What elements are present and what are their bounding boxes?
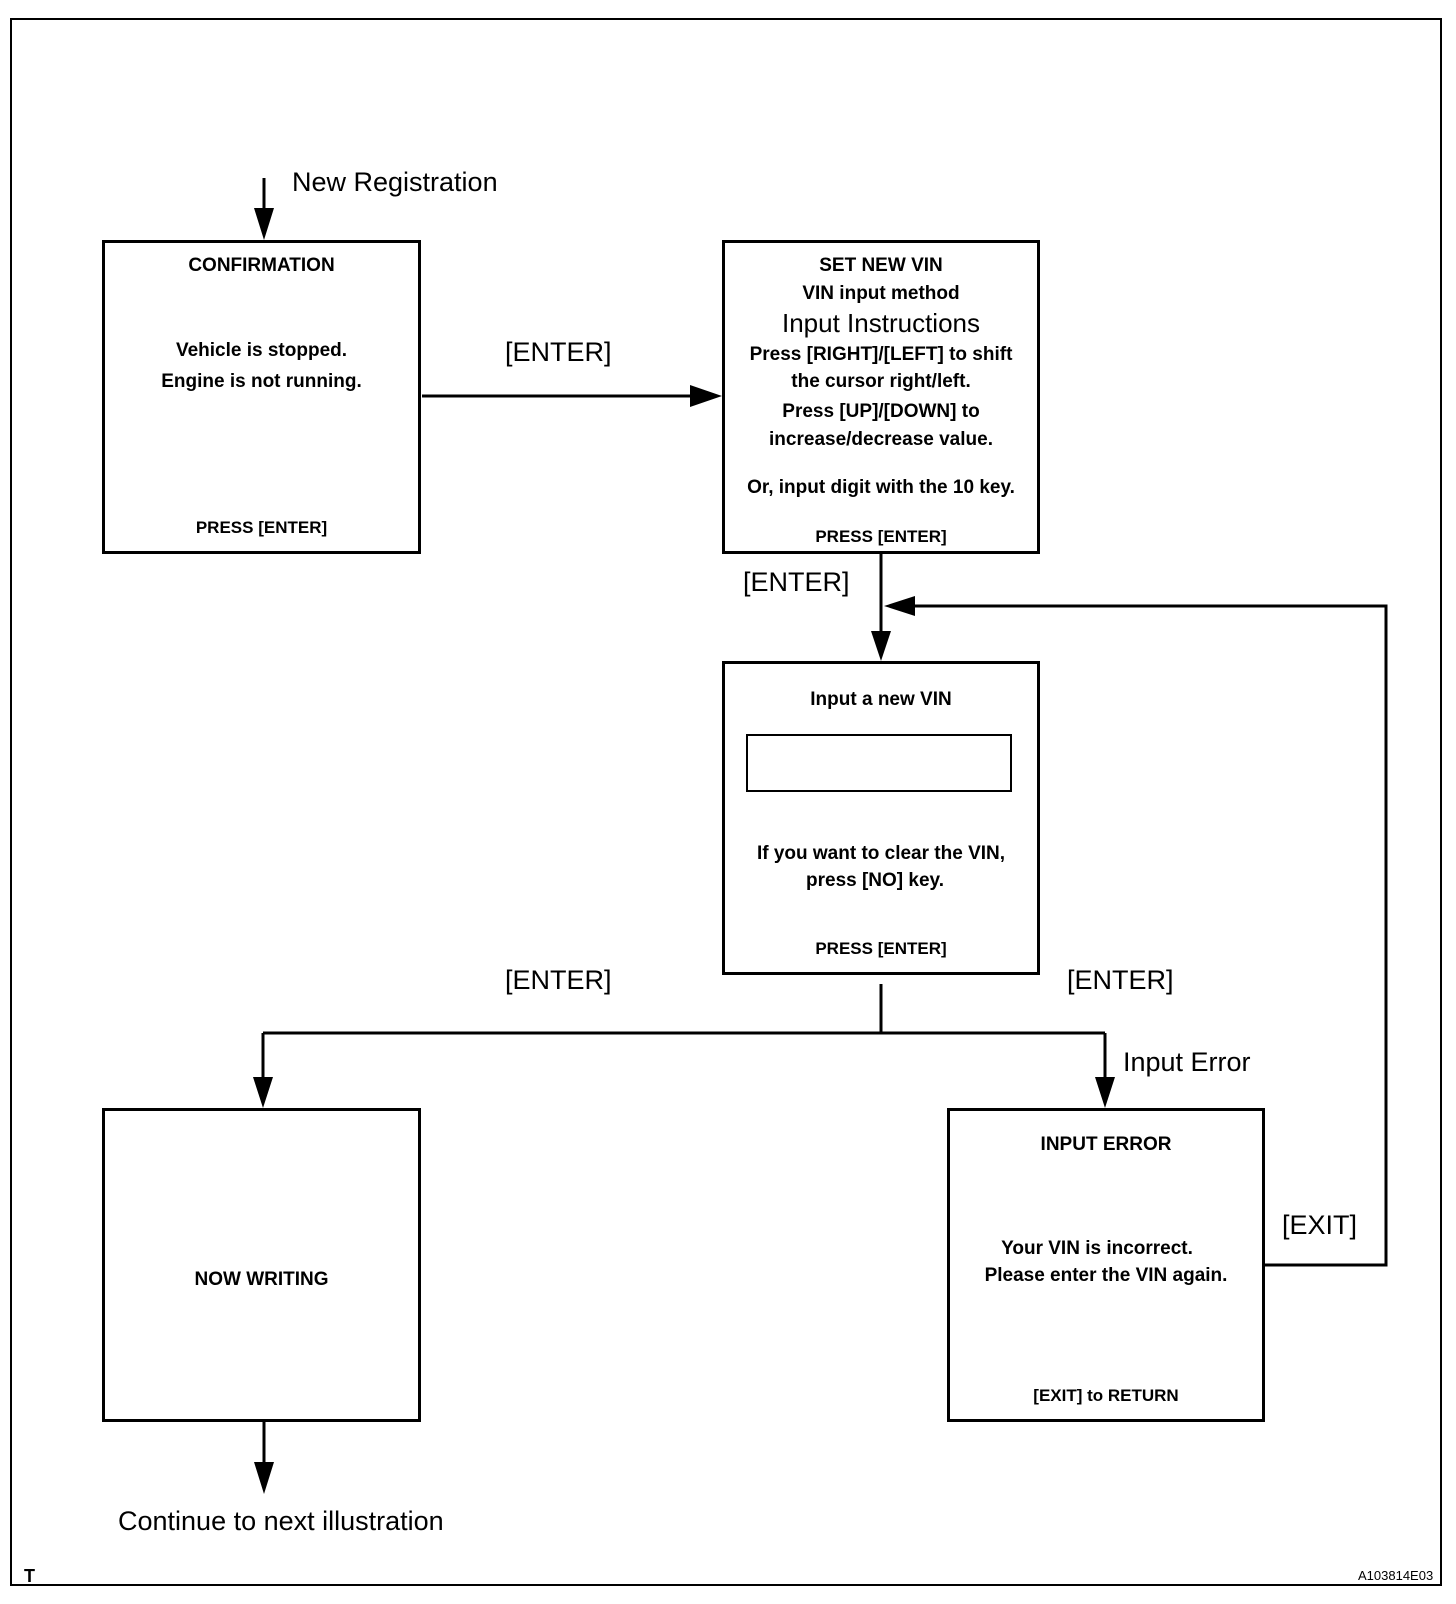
set-new-vin-subtitle: VIN input method [802,283,960,304]
diagram-frame [10,18,1442,1586]
input-vin-line-1: If you want to clear the VIN, [756,843,1006,864]
split-left-arrowhead [253,1077,273,1108]
input-vin-box: Input a new VIN If you want to clear the… [722,661,1040,975]
exit-label: [EXIT] [1282,1210,1358,1240]
exit-loop-arrowhead [884,596,915,616]
input-instructions-heading: Input Instructions [782,308,980,338]
set-new-vin-press: PRESS [ENTER] [815,527,947,546]
confirm-to-set-arrowhead [690,385,722,407]
set-new-vin-title: SET NEW VIN [819,255,943,276]
exit-loop-line [908,604,1388,1267]
instruction-line-4: increase/decrease value. [769,429,993,450]
enter-label-left: [ENTER] [505,965,612,995]
enter-label-set: [ENTER] [743,567,850,597]
corner-mark-left: T [24,1566,35,1586]
input-vin-title: Input a new VIN [810,689,952,710]
enter-label-right: [ENTER] [1067,965,1174,995]
input-error-line-2: Please enter the VIN again. [984,1265,1228,1286]
continue-label: Continue to next illustration [118,1506,444,1536]
instruction-line-1: Press [RIGHT]/[LEFT] to shift [749,344,1013,365]
instruction-line-2: the cursor right/left. [791,371,971,392]
input-error-box: INPUT ERROR Your VIN is incorrect. Pleas… [947,1108,1265,1422]
enter-label-confirm: [ENTER] [505,337,612,367]
confirmation-title: CONFIRMATION [188,255,335,276]
start-arrowhead [254,208,274,240]
input-error-line-1: Your VIN is incorrect. [1001,1238,1193,1259]
figure-id: A103814E03 [1358,1568,1434,1583]
now-writing-title: NOW WRITING [194,1269,329,1290]
confirmation-box: CONFIRMATION Vehicle is stopped. Engine … [102,240,421,554]
input-vin-press: PRESS [ENTER] [815,939,947,958]
continue-arrowhead [254,1462,274,1494]
input-error-press: [EXIT] to RETURN [1033,1386,1179,1405]
vin-input-field[interactable] [746,734,1012,792]
new-registration-label: New Registration [292,167,498,197]
now-writing-box: NOW WRITING [102,1108,421,1422]
set-new-vin-box: SET NEW VIN VIN input method Input Instr… [722,240,1040,554]
confirmation-press: PRESS [ENTER] [195,518,328,537]
confirmation-line-1: Vehicle is stopped. [175,340,348,361]
set-to-input-arrowhead [871,631,891,661]
instruction-line-5: Or, input digit with the 10 key. [747,477,1015,498]
confirmation-line-2: Engine is not running. [161,371,362,392]
input-error-title: INPUT ERROR [1040,1134,1172,1155]
input-error-label: Input Error [1123,1047,1251,1077]
split-right-arrowhead [1095,1077,1115,1108]
instruction-line-3: Press [UP]/[DOWN] to [782,401,980,422]
input-vin-line-2: press [NO] key. [806,870,944,891]
